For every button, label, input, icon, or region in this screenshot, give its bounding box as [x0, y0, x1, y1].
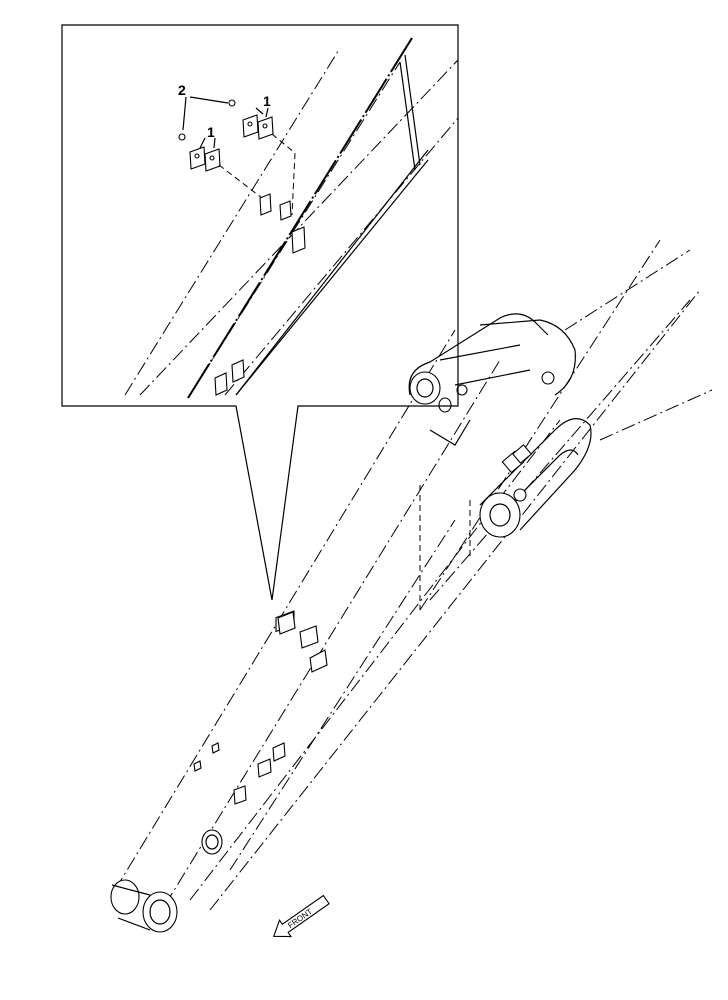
wear-pad-item-1-lower	[178, 133, 263, 199]
wear-pads-main	[193, 610, 328, 805]
leader-lines	[182, 96, 269, 149]
callout-2: 2	[178, 82, 186, 98]
callout-1-lower: 1	[207, 124, 215, 140]
wear-pad-item-1-upper	[228, 99, 296, 216]
callout-1-upper: 1	[263, 93, 271, 109]
boom-body	[110, 239, 713, 933]
detail-callout: 1 1 2	[61, 24, 459, 601]
hose-clamp	[501, 444, 532, 474]
boom-boss	[201, 829, 223, 855]
boom-foot-bracket	[408, 313, 592, 610]
front-direction-arrow: FRONT	[273, 894, 330, 938]
boom-tip-pin	[110, 879, 178, 933]
